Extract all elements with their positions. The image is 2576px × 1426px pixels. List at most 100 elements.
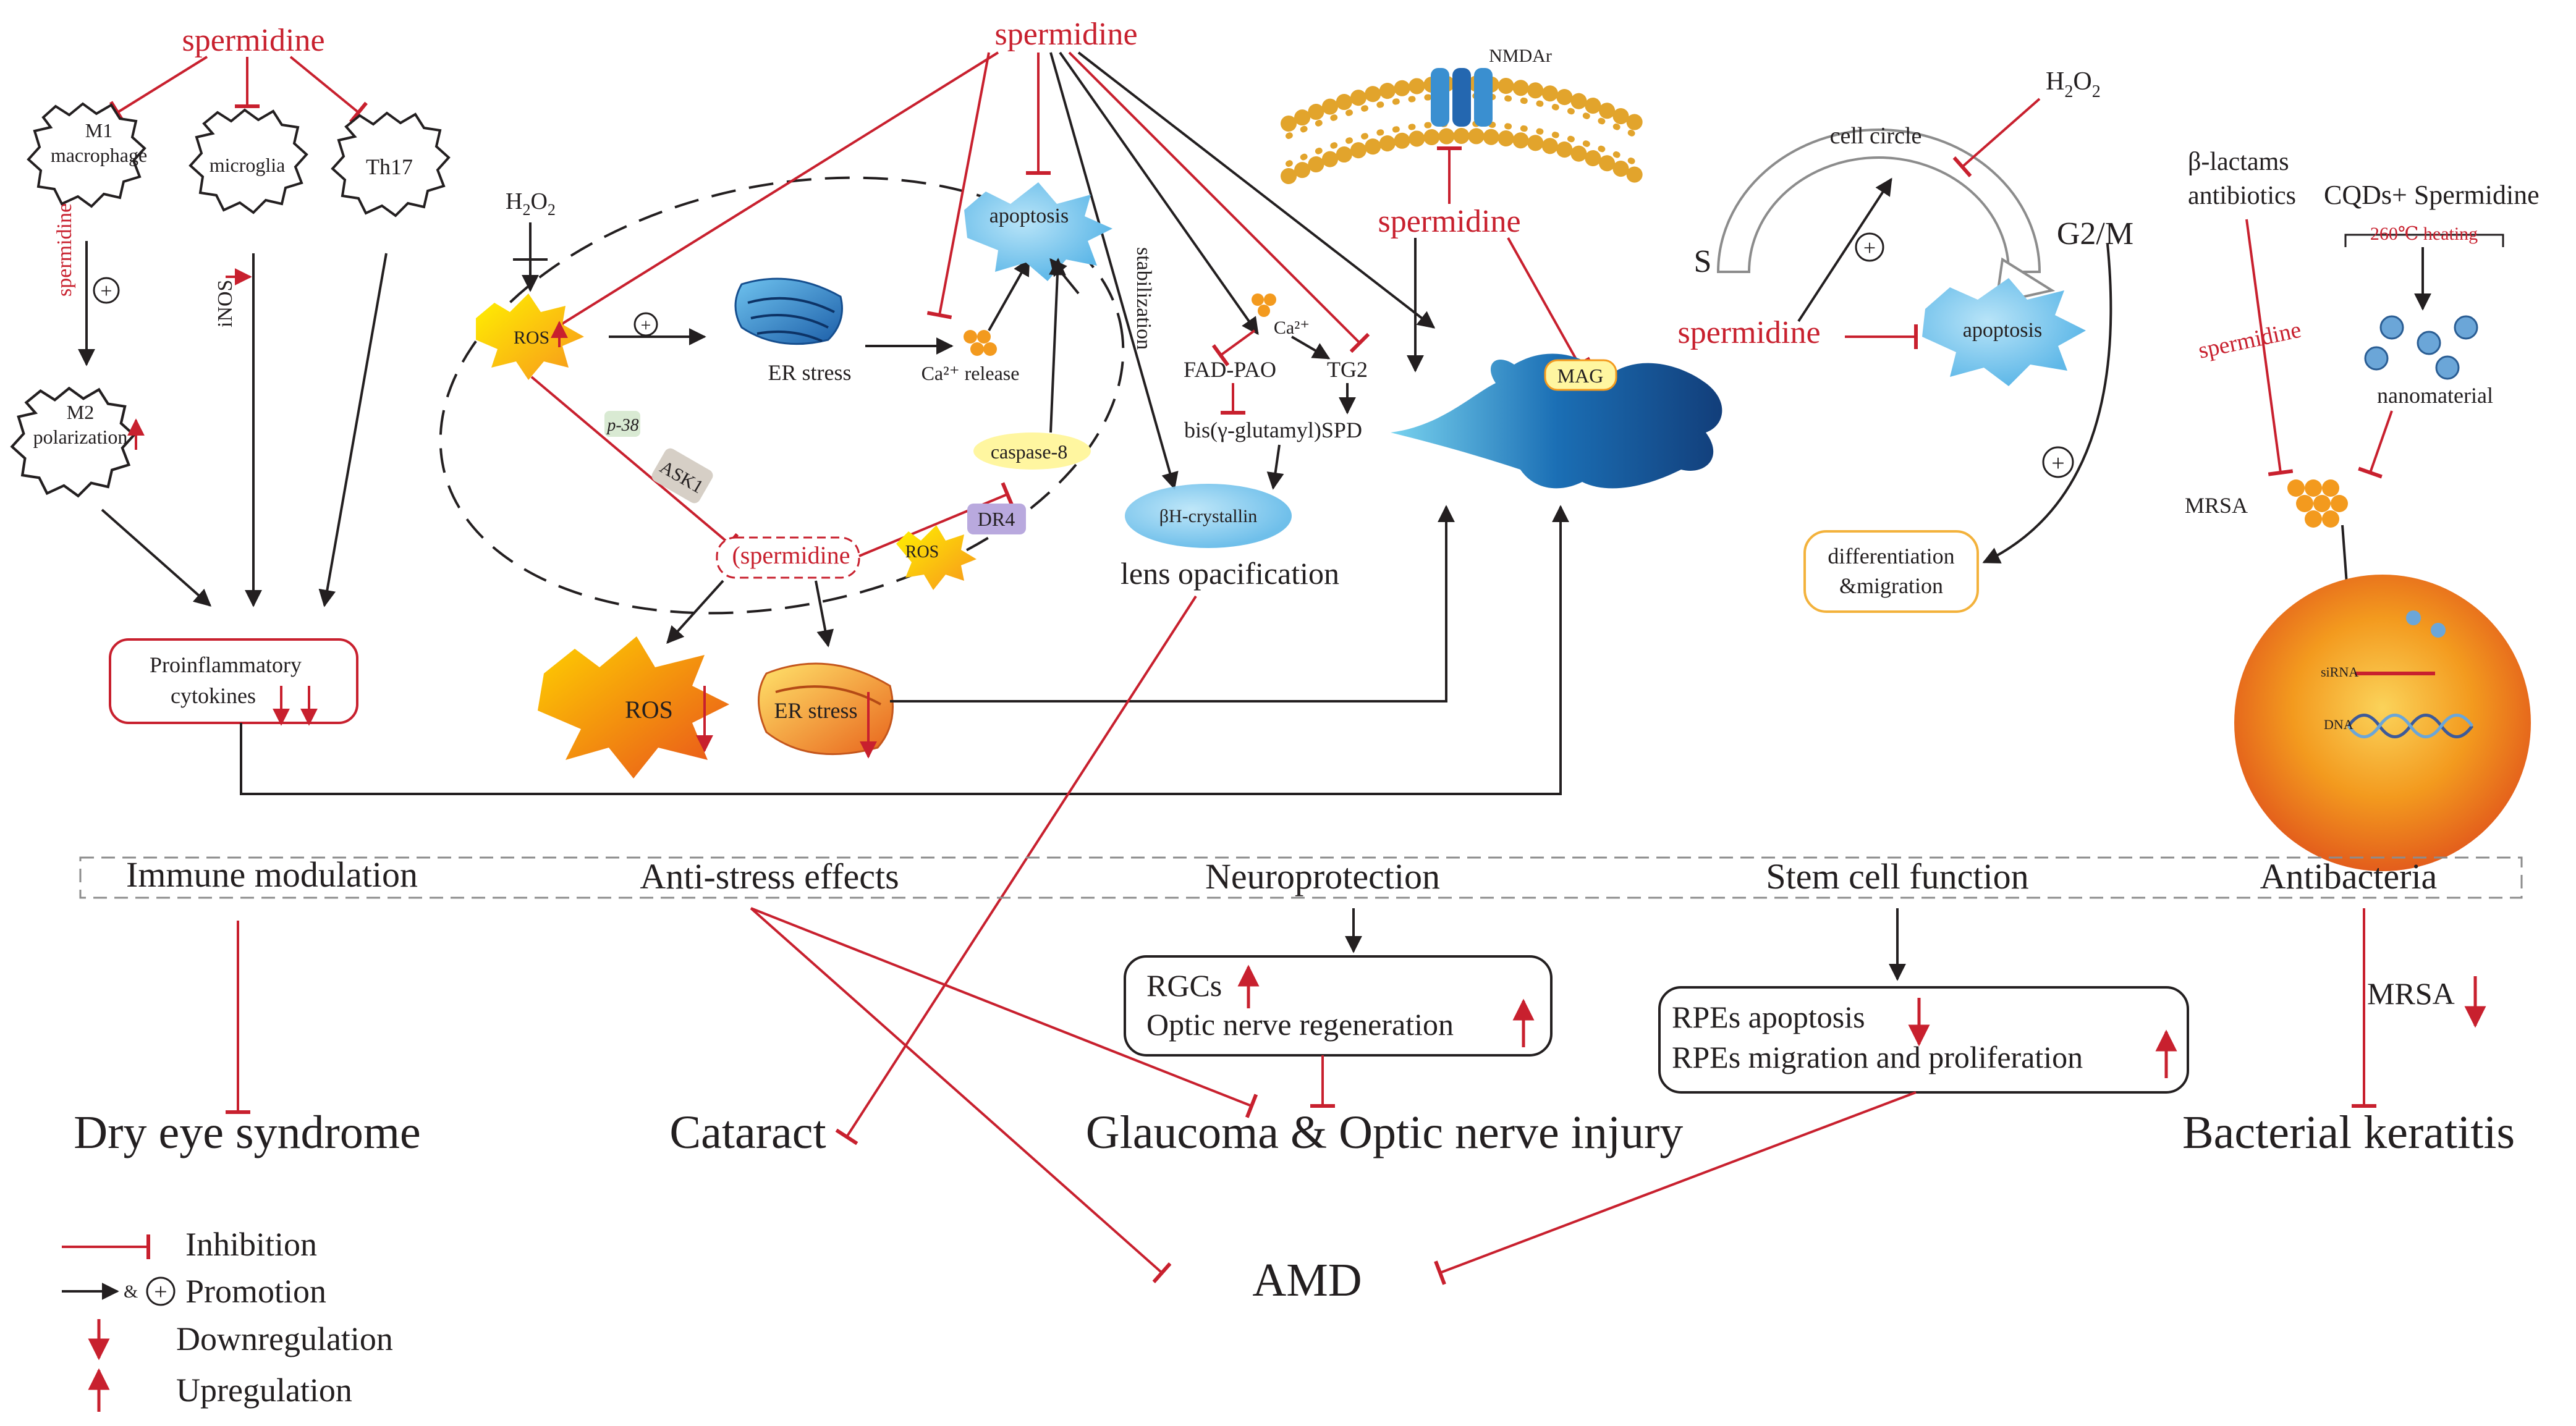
promotion-plus-icon-4 [2042,446,2074,478]
inos-label: iNOS [214,280,237,327]
svg-text:+: + [154,1279,167,1305]
category-antibacteria: Antibacteria [2260,856,2438,897]
rpe-migration-label: RPEs migration and proliferation [1672,1040,2083,1074]
category-neuro: Neuroprotection [1205,856,1440,897]
rgcs-box [1124,955,1553,1057]
mrsa-outcome-label: MRSA [2367,976,2455,1011]
th17-cell [331,111,451,217]
promotion-plus-icon [93,277,120,304]
nanomaterial-icon [2364,315,2478,380]
stabilization-label: stabilization [1132,247,1155,350]
polarization-label: polarization [33,426,128,448]
er-stress-orange-icon [758,662,894,756]
ros-label-small: ROS [905,542,939,562]
mrsa-label: MRSA [2185,493,2248,518]
apoptosis-cloud-icon [964,182,1112,281]
ca-dots-icon-2 [1252,293,1276,317]
m1-label: M1 [85,119,112,141]
legend-down: Downregulation [176,1320,393,1357]
spermidine-label-neuro: spermidine [1378,204,1520,239]
m1-macrophage-cell [27,102,146,208]
er-stress-icon [734,277,843,345]
legend-up: Upregulation [176,1372,352,1409]
mag-label: MAG [1557,365,1604,387]
bis-spd-label: bis(γ-glutamyl)SPD [1184,418,1362,442]
anti-stress-section: spermidine H2O2 ROS + ER stress Ca²⁺ rel… [439,17,1455,778]
rgcs-label: RGCs [1146,968,1222,1003]
calcium-dots-icon [964,330,997,356]
diseases-section: Dry eye syndrome Cataract Glaucoma & Opt… [74,1107,2515,1306]
antibacteria-section: β-lactams antibiotics CQDs+ Spermidine 2… [2185,148,2540,871]
outcomes-section: RGCs Optic nerve regeneration RPEs apopt… [226,907,2486,1285]
differentiation-label: differentiation [1828,544,1954,568]
cqds-label: CQDs+ Spermidine [2324,180,2540,210]
neuro-section: NMDAr spermidine MAG [1281,46,1722,489]
category-band: Immune modulation Anti-stress effects Ne… [79,854,2523,899]
ros-burst-big-icon [538,636,729,778]
proinflammatory-label: Proinflammatory [150,652,302,677]
nmdar-label: NMDAr [1489,46,1552,66]
dr4-label: DR4 [978,508,1015,530]
immune-section: spermidine M1 macrophage microglia Th17 … [10,23,1569,795]
spermidine-label-stem: spermidine [1677,315,1820,350]
mag-badge [1544,359,1617,391]
sirna-label: siRNA [2321,664,2358,680]
svg-text:+: + [1863,235,1876,260]
fad-pao-label: FAD-PAO [1184,357,1276,382]
apoptosis-label-2: apoptosis [1963,319,2042,342]
category-immune: Immune modulation [126,854,418,895]
ros-label-big: ROS [625,696,673,724]
mrsa-cluster-icon [2287,479,2348,528]
g2m-label: G2/M [2057,216,2133,251]
m2-label: M2 [67,401,94,423]
beta-lactams-label: β-lactams [2188,148,2289,176]
er-stress-label-2: ER stress [774,698,858,723]
er-stress-label: ER stress [768,360,852,385]
p38-badge [604,411,640,437]
spermidine-paren-label: (spermidine [732,541,850,569]
legend-and: & [124,1281,138,1302]
ask1-badge [651,448,713,504]
disease-amd: AMD [1252,1254,1362,1306]
proinflammatory-box [109,638,358,724]
differentiation-box [1803,530,1979,613]
th17-label: Th17 [366,154,413,179]
svg-text:+: + [641,315,651,335]
cytokines-label: cytokines [171,683,256,708]
h2o2-label-stem: H2O2 [2046,67,2101,101]
optic-regen-label: Optic nerve regeneration [1146,1007,1454,1042]
h2o2-label-stress: H2O2 [506,188,556,219]
crystallin-lens-icon [1125,484,1292,548]
bh-crystallin-label: βH-crystallin [1159,506,1258,526]
ros-label: ROS [514,327,549,348]
antibiotics-label: antibiotics [2188,182,2296,210]
neuron-icon [1391,353,1722,489]
dna-label: DNA [2324,717,2354,732]
legend-plus-icon [146,1276,176,1306]
legend-promotion: Promotion [185,1273,326,1310]
cell-dashed-outline [439,176,1125,615]
dr4-badge [967,504,1026,534]
m2-cell [10,386,136,498]
ca-release-label: Ca²⁺ release [922,362,1020,384]
promotion-plus-icon-3 [1855,232,1884,262]
spermidine-label-immune: spermidine [182,23,324,58]
caspase-8-badge [973,432,1091,470]
stem-cell-section: cell circle S G2/M H2O2 spermidine + apo… [1677,67,2133,613]
apoptosis-label: apoptosis [989,205,1069,227]
microglia-label: microglia [210,154,286,176]
legend: Inhibition & + Promotion Downregulation … [62,1226,393,1412]
category-dashed-band [79,856,2523,899]
apoptosis-cloud-icon-2 [1922,278,2086,386]
spermidine-vertical-label: spermidine [53,203,76,297]
nanomaterial-label: nanomaterial [2377,383,2493,408]
caspase-8-label: caspase-8 [991,441,1067,463]
p38-label: p-38 [606,416,638,435]
tg2-label: TG2 [1327,357,1368,382]
rpe-apoptosis-label: RPEs apoptosis [1672,1000,1865,1034]
spermidine-label-stress: spermidine [994,17,1137,52]
cell-cycle-arc [1716,129,2041,273]
disease-dry-eye: Dry eye syndrome [74,1107,420,1158]
disease-cataract: Cataract [669,1107,826,1158]
